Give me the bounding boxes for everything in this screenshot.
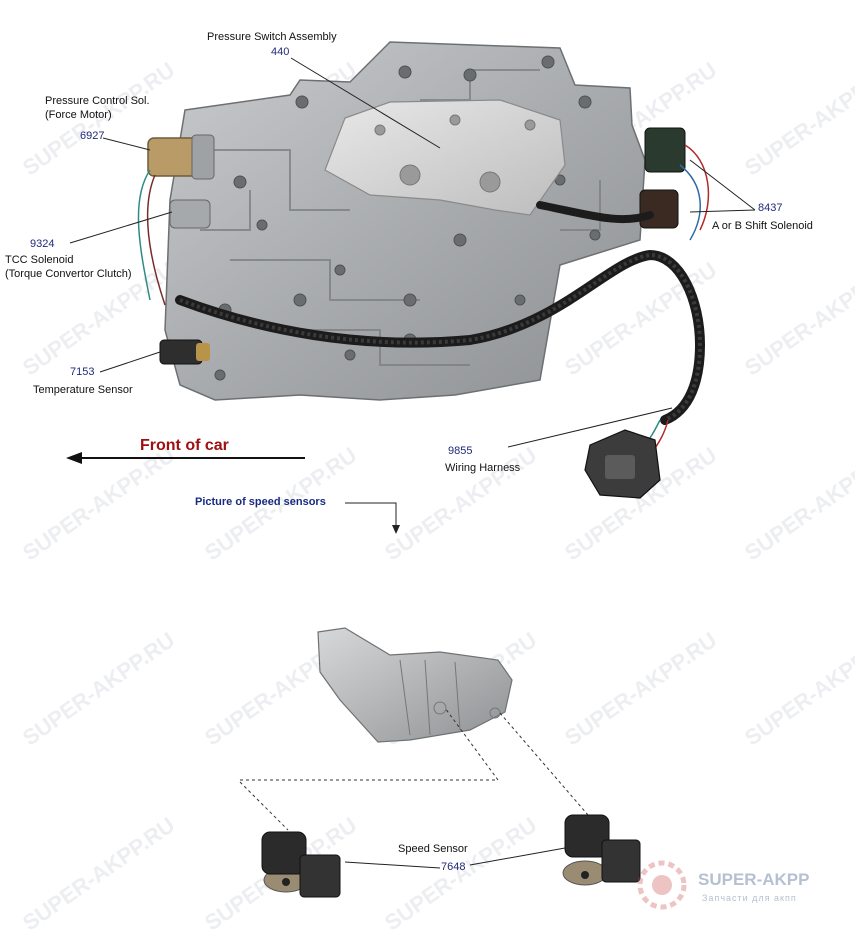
pcs-label-line2: (Force Motor) xyxy=(45,109,112,121)
speed-sensor-picture-label: Picture of speed sensors xyxy=(195,496,326,508)
brand-gear-icon xyxy=(637,860,687,910)
tcc-number: 9324 xyxy=(30,238,55,250)
speed-sensor-label: Speed Sensor xyxy=(398,843,468,855)
speed-sensor-photo xyxy=(562,814,641,886)
tcc-label-line2: (Torque Convertor Clutch) xyxy=(5,268,132,280)
shift-number: 8437 xyxy=(758,202,783,214)
pcs-label-line1: Pressure Control Sol. xyxy=(45,95,150,107)
front-of-car-label: Front of car xyxy=(140,437,229,454)
temp-number: 7153 xyxy=(70,366,95,378)
speed-sensor-number: 7648 xyxy=(441,861,466,873)
speed-sensor-photo xyxy=(261,831,341,898)
pcs-number: 6927 xyxy=(80,130,105,142)
pressure-switch-label: Pressure Switch Assembly xyxy=(207,31,337,43)
pressure-switch-number: 440 xyxy=(271,46,290,58)
transmission-photo xyxy=(317,627,513,743)
brand-subtitle: Запчасти для акпп xyxy=(702,893,797,903)
harness-label: Wiring Harness xyxy=(445,462,521,474)
tcc-label-line1: TCC Solenoid xyxy=(5,254,74,266)
temp-label: Temperature Sensor xyxy=(33,384,133,396)
shift-label: A or B Shift Solenoid xyxy=(712,220,813,232)
harness-number: 9855 xyxy=(448,445,473,457)
brand-logo: SUPER-AKPP xyxy=(698,870,810,889)
